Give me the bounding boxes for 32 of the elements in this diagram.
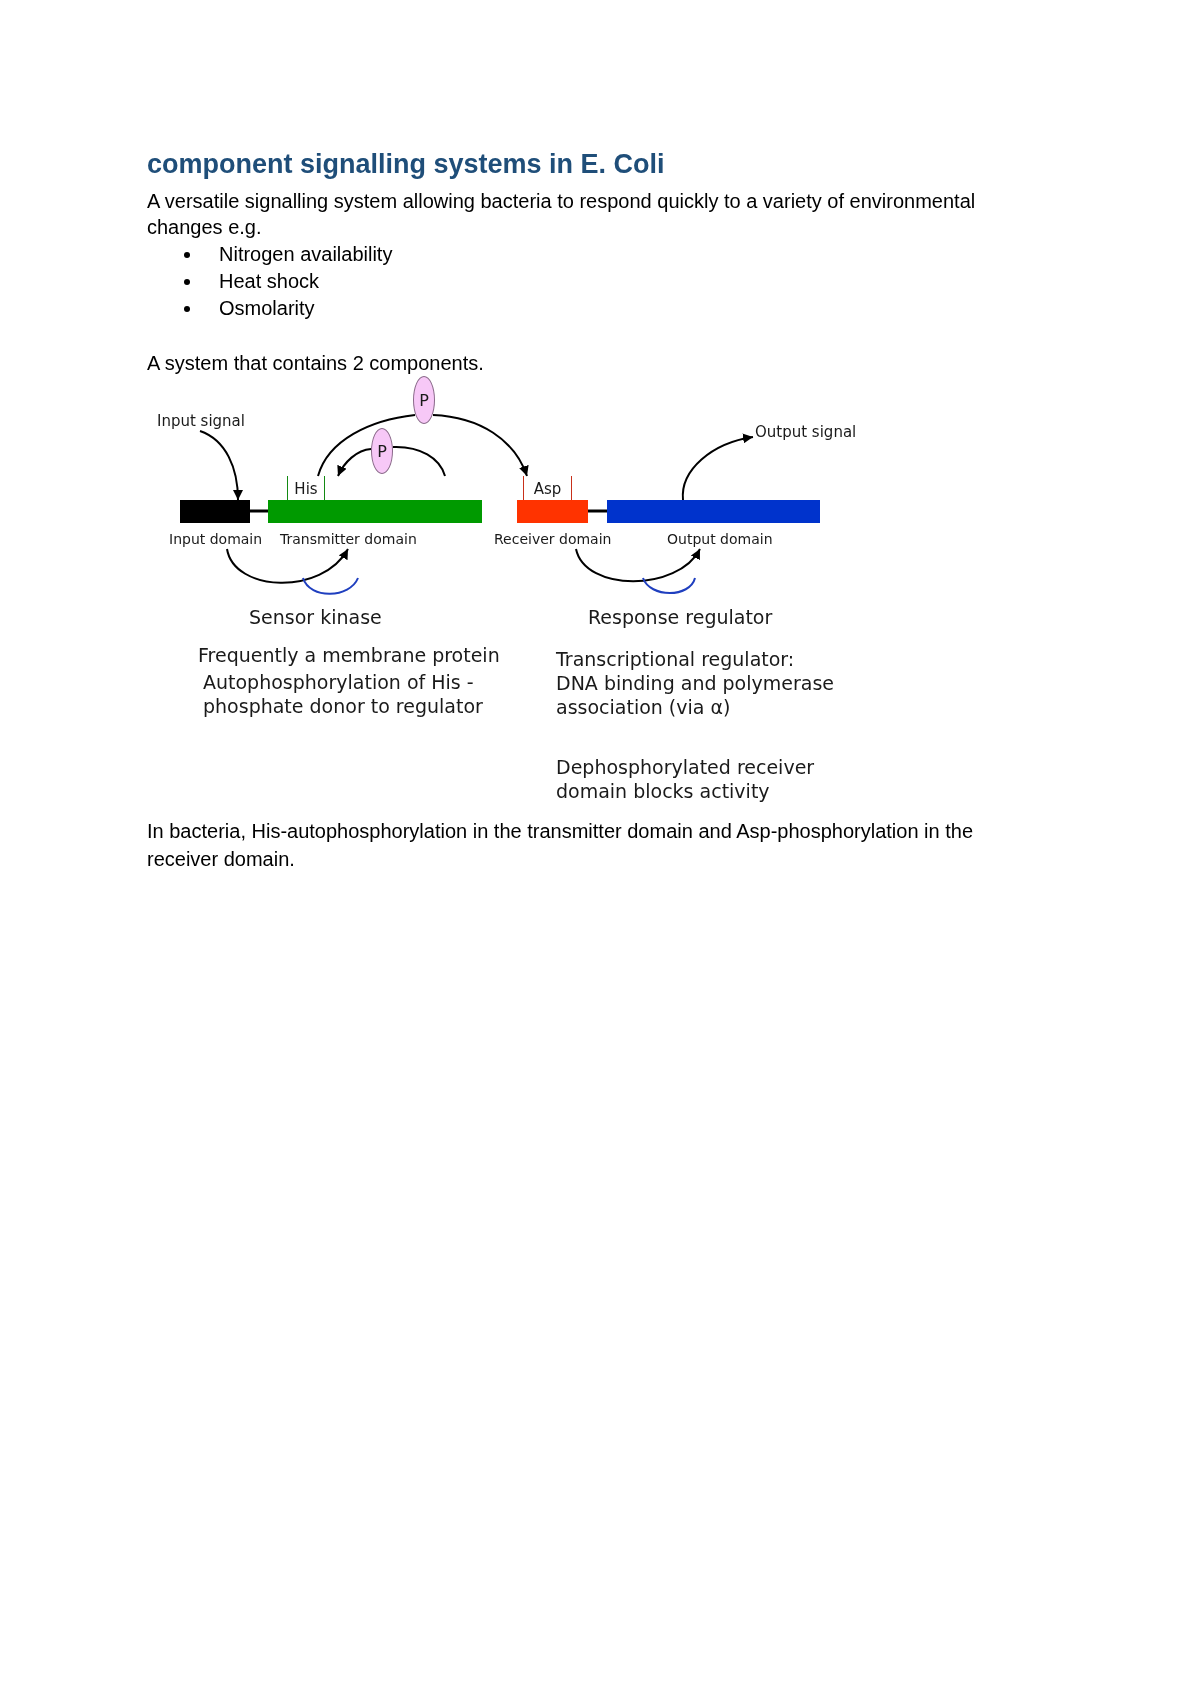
- curved-line: [392, 446, 446, 477]
- description-text: Frequently a membrane protein: [198, 643, 501, 667]
- domain-label: Transmitter domain: [280, 531, 417, 548]
- body-text: In bacteria, His-autophosphorylation in the transmitter domain and Asp-phosphorylation in the receiver domain.: [147, 819, 975, 872]
- section-label: Response regulator: [588, 606, 773, 628]
- site-bracket: His: [287, 476, 325, 500]
- signal-label: Input signal: [157, 412, 245, 430]
- section-label: Sensor kinase: [249, 606, 382, 628]
- curved-arrow: [337, 448, 372, 477]
- body-text: A system that contains 2 components.: [147, 351, 485, 376]
- description-text: Dephosphorylated receiver domain blocks activity: [556, 755, 816, 803]
- linker-line: [588, 509, 607, 513]
- domain-label: Input domain: [169, 531, 263, 548]
- description-text: Autophosphorylation of His - phosphate donor to regulator: [203, 670, 484, 718]
- signal-label: Output signal: [755, 423, 857, 441]
- curved-line: [317, 414, 416, 477]
- phosphate-ellipse: P: [371, 428, 393, 474]
- list-item-text: Osmolarity: [219, 296, 315, 321]
- curved-arrow: [199, 430, 243, 501]
- list-item-text: Nitrogen availability: [219, 242, 393, 267]
- curved-arrow: [575, 548, 701, 583]
- heading: component signalling systems in E. Coli: [147, 149, 665, 180]
- domain-label: Output domain: [667, 531, 773, 548]
- curved-arrow: [226, 548, 349, 584]
- list-item-text: Heat shock: [219, 269, 320, 294]
- curved-arrow: [681, 433, 754, 501]
- description-text: Transcriptional regulator: DNA binding and polymerase association (via α): [556, 647, 835, 719]
- phosphate-ellipse: P: [413, 376, 435, 424]
- domain-label: Receiver domain: [494, 531, 612, 548]
- body-text: A versatile signalling system allowing bacteria to respond quickly to a variety of environmental changes e.g.: [147, 189, 977, 240]
- linker-line: [250, 509, 268, 513]
- site-bracket: Asp: [523, 476, 572, 500]
